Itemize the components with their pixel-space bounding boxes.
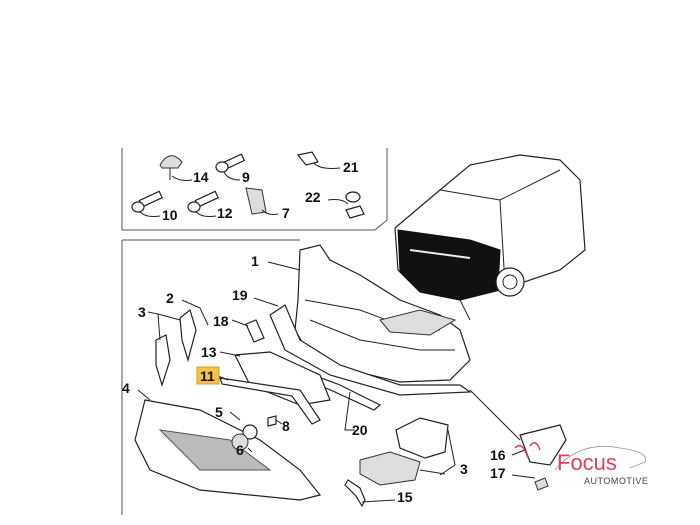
callout-3-right[interactable]: 3 bbox=[460, 461, 468, 477]
part-21-clip bbox=[296, 151, 341, 169]
callout-1[interactable]: 1 bbox=[251, 253, 259, 269]
part-6-tow-cover bbox=[231, 433, 253, 453]
callout-12[interactable]: 12 bbox=[217, 205, 233, 221]
part-1-bumper-cover bbox=[267, 244, 471, 383]
focus-automotive-logo: Focus AUTOMOTIVE bbox=[514, 442, 648, 486]
callout-16[interactable]: 16 bbox=[490, 447, 506, 463]
car-illustration bbox=[394, 154, 586, 321]
part-3-side-bracket bbox=[147, 311, 181, 388]
part-11-bracket bbox=[217, 375, 321, 425]
logo-subtitle: AUTOMOTIVE bbox=[584, 476, 648, 486]
callout-11[interactable]: 11 bbox=[200, 368, 215, 384]
part-14-screw-cap bbox=[159, 155, 193, 181]
callout-9[interactable]: 9 bbox=[242, 169, 250, 185]
callout-10[interactable]: 10 bbox=[162, 207, 178, 223]
highlight-box-11 bbox=[196, 366, 220, 385]
callout-22[interactable]: 22 bbox=[305, 189, 321, 205]
part-7-speed-nut bbox=[245, 187, 279, 215]
callout-5[interactable]: 5 bbox=[215, 404, 223, 420]
callout-14[interactable]: 14 bbox=[193, 169, 209, 185]
callout-4[interactable]: 4 bbox=[122, 380, 130, 396]
part-15-trim bbox=[344, 479, 396, 508]
part-2-side-bracket bbox=[179, 299, 209, 363]
callout-6[interactable]: 6 bbox=[236, 442, 244, 458]
part-12-bolt bbox=[187, 190, 219, 217]
part-9-bolt bbox=[215, 153, 246, 181]
part-22-push-pin bbox=[327, 191, 365, 219]
callout-15[interactable]: 15 bbox=[397, 489, 413, 505]
logo-name: Focus bbox=[557, 450, 617, 475]
part-5-plug bbox=[229, 411, 258, 440]
part-8-clip bbox=[267, 415, 283, 427]
part-4-underbody-grille bbox=[134, 389, 322, 501]
callout-7[interactable]: 7 bbox=[282, 205, 290, 221]
callout-21[interactable]: 21 bbox=[343, 159, 359, 175]
callout-2[interactable]: 2 bbox=[166, 290, 174, 306]
part-19-lower-spoiler bbox=[253, 297, 472, 396]
callout-3-left[interactable]: 3 bbox=[138, 304, 146, 320]
part-10-bolt bbox=[131, 190, 163, 217]
part-18-bracket bbox=[231, 319, 265, 343]
part-3-fog-bezel bbox=[359, 417, 456, 486]
callout-17[interactable]: 17 bbox=[490, 465, 506, 481]
callout-8[interactable]: 8 bbox=[282, 418, 290, 434]
callout-18[interactable]: 18 bbox=[213, 313, 229, 329]
callout-20[interactable]: 20 bbox=[352, 422, 368, 438]
callout-19[interactable]: 19 bbox=[232, 287, 248, 303]
callout-13[interactable]: 13 bbox=[201, 344, 217, 360]
small-parts-frame bbox=[121, 148, 388, 231]
part-16-17-fog-bracket bbox=[511, 424, 567, 491]
